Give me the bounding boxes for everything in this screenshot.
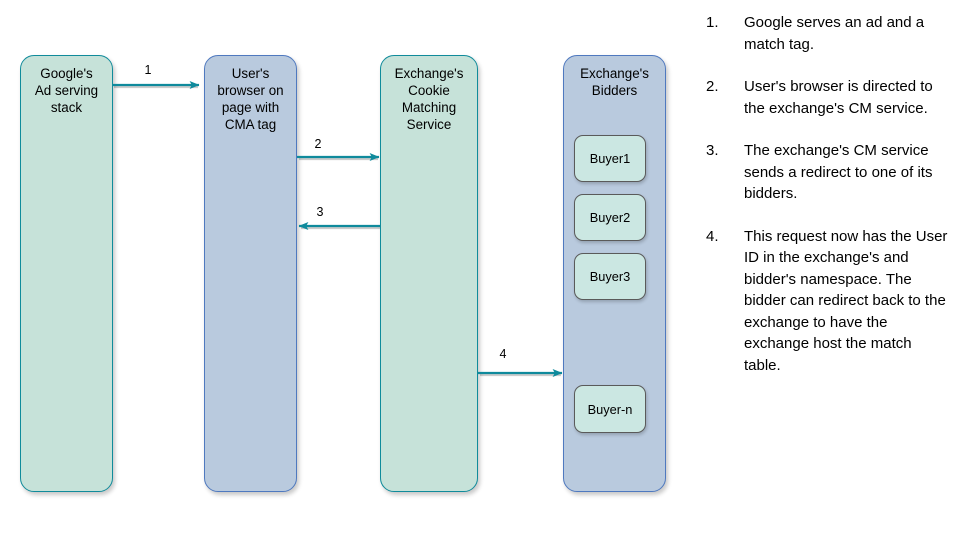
step-number: 4.	[706, 227, 719, 245]
arrow-2-label: 2	[314, 137, 322, 151]
step-number: 3.	[706, 142, 719, 159]
arrow-3-label: 3	[316, 205, 324, 219]
node-label: Google's Ad serving stack	[34, 66, 99, 115]
node-cookie-matching-service[interactable]: Exchange's Cookie Matching Service	[380, 55, 478, 492]
step-text: This request now has the User ID in the …	[744, 227, 948, 374]
step-item-3: 3. The exchange's CM service sends a red…	[706, 140, 952, 205]
arrow-4-label: 4	[499, 347, 507, 361]
buyer-box-2[interactable]: Buyer2	[574, 194, 646, 241]
arrow-1-label: 1	[144, 63, 152, 77]
step-number: 1.	[706, 14, 719, 31]
node-label: User's browser on page with CMA tag	[217, 66, 284, 132]
buyer-box-n[interactable]: Buyer-n	[574, 385, 646, 433]
step-item-1: 1. Google serves an ad and a match tag.	[706, 12, 952, 55]
step-text: User's browser is directed to the exchan…	[744, 78, 933, 117]
buyer-label: Buyer3	[589, 269, 631, 284]
step-item-2: 2. User's browser is directed to the exc…	[706, 76, 952, 119]
steps-list: 1. Google serves an ad and a match tag. …	[706, 12, 952, 397]
node-label: Exchange's Cookie Matching Service	[394, 66, 464, 132]
step-text: The exchange's CM service sends a redire…	[744, 142, 933, 202]
node-label: Exchange's Bidders	[580, 66, 649, 98]
buyer-label: Buyer2	[589, 210, 631, 225]
step-number: 2.	[706, 78, 719, 95]
step-text: Google serves an ad and a match tag.	[744, 14, 925, 53]
node-ad-serving-stack[interactable]: Google's Ad serving stack	[20, 55, 113, 492]
buyer-label: Buyer1	[589, 151, 631, 166]
buyer-box-3[interactable]: Buyer3	[574, 253, 646, 300]
buyer-label: Buyer-n	[587, 401, 633, 417]
step-item-4: 4. This request now has the User ID in t…	[706, 226, 952, 377]
node-user-browser[interactable]: User's browser on page with CMA tag	[204, 55, 297, 492]
buyer-box-1[interactable]: Buyer1	[574, 135, 646, 182]
